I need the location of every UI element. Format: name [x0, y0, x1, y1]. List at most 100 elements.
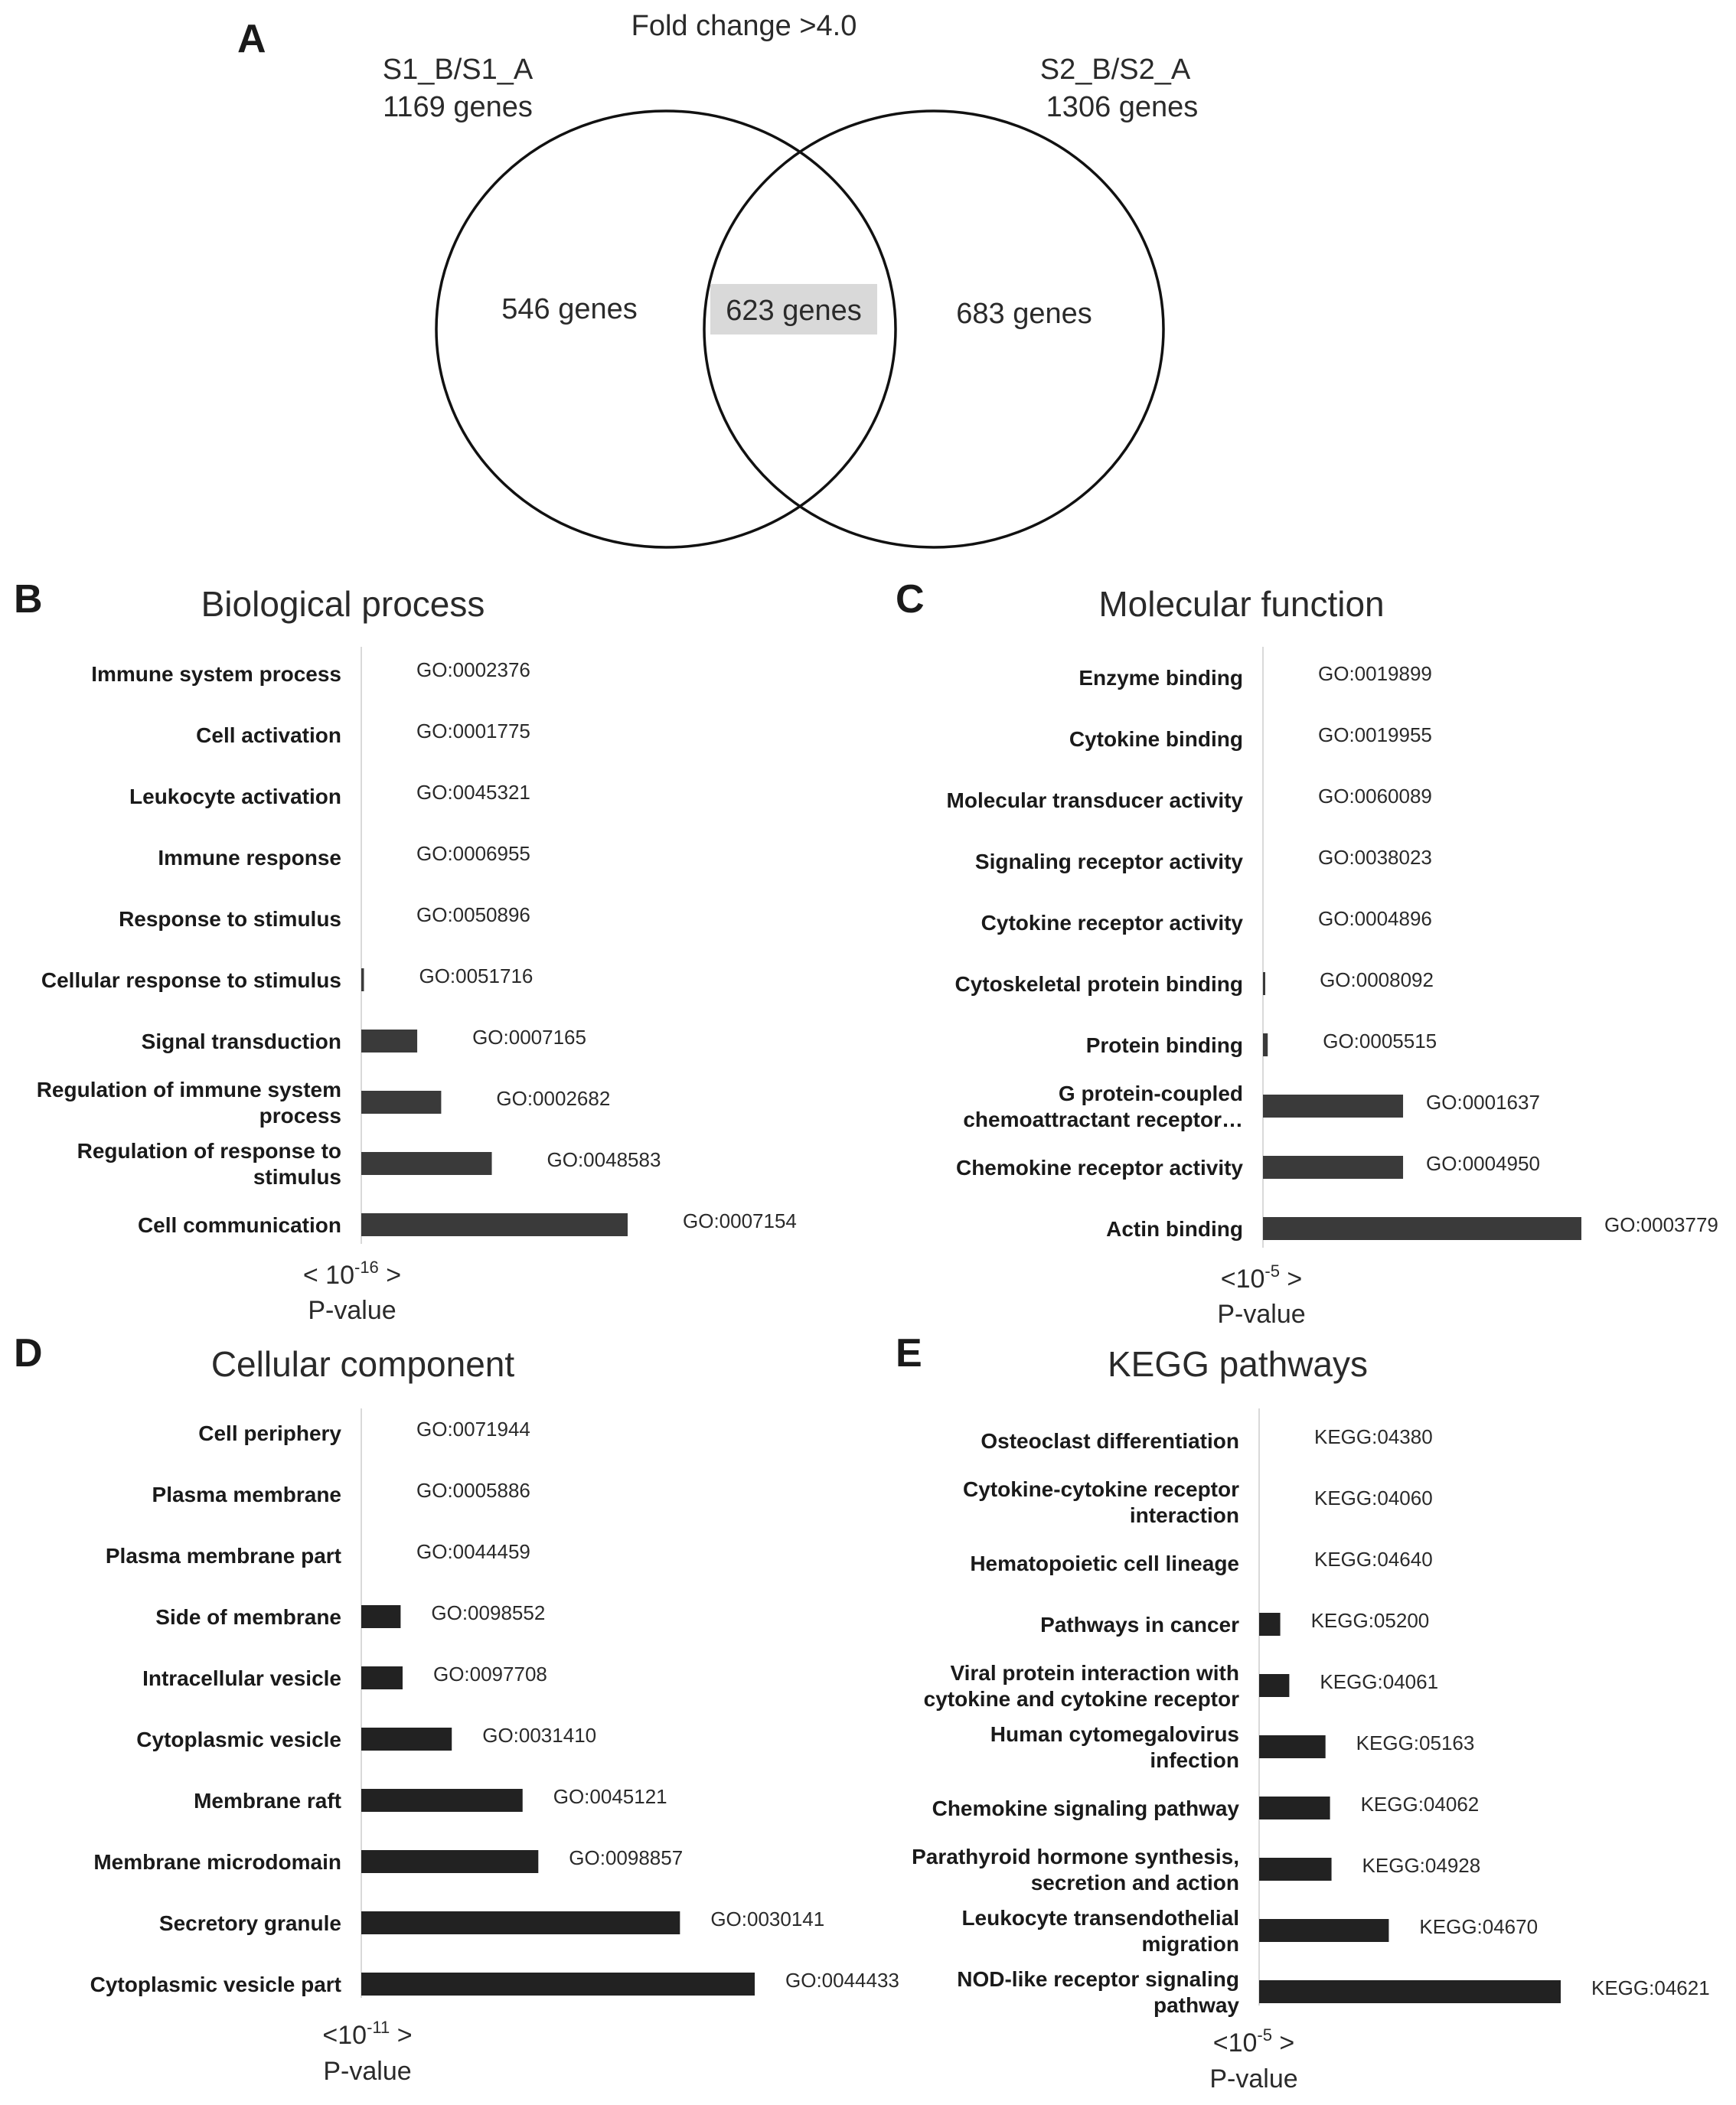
- category-label: Parathyroid hormone synthesis,secretion …: [912, 1845, 1239, 1894]
- bar: [361, 1152, 492, 1175]
- x-axis-label: P-value: [1217, 1300, 1305, 1329]
- bar-id-label: KEGG:04670: [1419, 1915, 1538, 1938]
- x-axis-label: P-value: [323, 2057, 411, 2086]
- bar-id-label: GO:0002682: [496, 1087, 610, 1110]
- category-label: Leukocyte activation: [129, 785, 341, 808]
- bar: [1263, 1217, 1581, 1240]
- bar-id-label: GO:0007165: [472, 1026, 586, 1049]
- axis-scale-label: <10-11 >: [322, 2018, 412, 2050]
- category-label: Cytoskeletal protein binding: [955, 972, 1243, 996]
- bar: [1259, 1797, 1330, 1819]
- bar-id-label: GO:0048583: [547, 1148, 661, 1171]
- bar-id-label: GO:0005515: [1323, 1030, 1437, 1052]
- axis-scale-label: <10-5 >: [1221, 1261, 1303, 1294]
- venn-panel: A Fold change >4.0 S1_B/S1_A 1169 genes …: [237, 10, 1199, 549]
- bar: [1259, 1919, 1389, 1942]
- category-label: Hematopoietic cell lineage: [970, 1552, 1239, 1575]
- bar: [361, 1091, 442, 1114]
- bar-id-label: KEGG:04380: [1314, 1425, 1433, 1448]
- bar-id-label: KEGG:04061: [1320, 1670, 1438, 1693]
- category-label: Chemokine receptor activity: [956, 1156, 1243, 1180]
- venn-intersection-count: 623 genes: [726, 295, 862, 327]
- bar-id-label: GO:0030141: [710, 1908, 824, 1930]
- category-label: Signal transduction: [142, 1030, 341, 1053]
- venn-title: Fold change >4.0: [631, 10, 857, 42]
- bar: [1259, 1735, 1326, 1758]
- bar: [361, 968, 364, 991]
- venn-set2-name: S2_B/S2_A: [1040, 54, 1191, 86]
- category-label: Cell periphery: [198, 1421, 341, 1445]
- bar-id-label: KEGG:04621: [1591, 1976, 1710, 1999]
- category-label: Osteoclast differentiation: [981, 1429, 1239, 1453]
- category-label: Membrane raft: [194, 1789, 341, 1813]
- category-label: Cytokine receptor activity: [981, 911, 1244, 935]
- category-label: Plasma membrane: [152, 1483, 341, 1506]
- bar-id-label: GO:0050896: [416, 903, 530, 926]
- category-label: Cellular response to stimulus: [41, 968, 341, 992]
- category-label: Cytokine binding: [1069, 727, 1243, 751]
- category-label: Cytoplasmic vesicle: [136, 1728, 341, 1751]
- bar-id-label: GO:0071944: [416, 1418, 530, 1441]
- venn-set1-total: 1169 genes: [383, 91, 533, 123]
- category-label: Plasma membrane part: [106, 1544, 341, 1568]
- category-label: Cell activation: [196, 723, 341, 747]
- bar-id-label: GO:0006955: [416, 842, 530, 865]
- category-label: Actin binding: [1106, 1217, 1243, 1241]
- bar-id-label: GO:0019955: [1318, 723, 1432, 746]
- category-label: Side of membrane: [155, 1605, 341, 1629]
- chart-title: Cellular component: [211, 1344, 515, 1384]
- venn-set1-name: S1_B/S1_A: [383, 54, 534, 86]
- bar-id-label: GO:0002376: [416, 658, 530, 681]
- bar-id-label: GO:0098857: [569, 1846, 683, 1869]
- bar: [1259, 1674, 1290, 1697]
- category-label: Secretory granule: [159, 1911, 341, 1935]
- bar-id-label: GO:0031410: [482, 1724, 596, 1747]
- bar: [1263, 972, 1265, 995]
- bar: [361, 1213, 628, 1236]
- bar-id-label: GO:0005886: [416, 1479, 530, 1502]
- bar: [361, 1728, 452, 1751]
- venn-set2-only: 683 genes: [956, 298, 1092, 330]
- chart-title: Molecular function: [1098, 584, 1384, 624]
- category-label: Pathways in cancer: [1040, 1613, 1239, 1637]
- category-label: Immune response: [158, 846, 341, 870]
- axis-scale-label: <10-5 >: [1213, 2025, 1295, 2058]
- venn-circle-set2: [703, 109, 1165, 549]
- bar-id-label: KEGG:05163: [1356, 1731, 1475, 1754]
- axis-scale-label: < 10-16 >: [303, 1258, 401, 1290]
- panel-letter-a: A: [237, 17, 266, 61]
- venn-circle-set1: [435, 109, 897, 549]
- bar-id-label: GO:0003779: [1604, 1213, 1718, 1236]
- category-label: Molecular transducer activity: [947, 788, 1244, 812]
- bar-id-label: KEGG:04640: [1314, 1548, 1433, 1571]
- bar-id-label: KEGG:04062: [1361, 1793, 1480, 1816]
- bar-id-label: GO:0001637: [1426, 1091, 1540, 1114]
- bar: [361, 1605, 401, 1628]
- bar-id-label: GO:0098552: [431, 1601, 545, 1624]
- x-axis-label: P-value: [1209, 2064, 1297, 2094]
- bar-id-label: GO:0004896: [1318, 907, 1432, 930]
- bar: [361, 1973, 755, 1996]
- bar: [1263, 1156, 1404, 1179]
- bar-id-label: GO:0008092: [1320, 968, 1434, 991]
- venn-intersection-highlight: [710, 284, 877, 335]
- bar-id-label: GO:0007154: [683, 1209, 797, 1232]
- bar: [361, 1911, 680, 1934]
- venn-set2-total: 1306 genes: [1046, 91, 1199, 123]
- bar: [361, 1850, 539, 1873]
- bar: [1259, 1613, 1281, 1636]
- category-label: Enzyme binding: [1078, 666, 1243, 690]
- bar: [361, 1666, 403, 1689]
- bar-id-label: GO:0001775: [416, 720, 530, 742]
- bar-id-label: GO:0051716: [419, 964, 533, 987]
- panel-letter-c: C: [896, 577, 925, 622]
- bar: [1259, 1858, 1332, 1881]
